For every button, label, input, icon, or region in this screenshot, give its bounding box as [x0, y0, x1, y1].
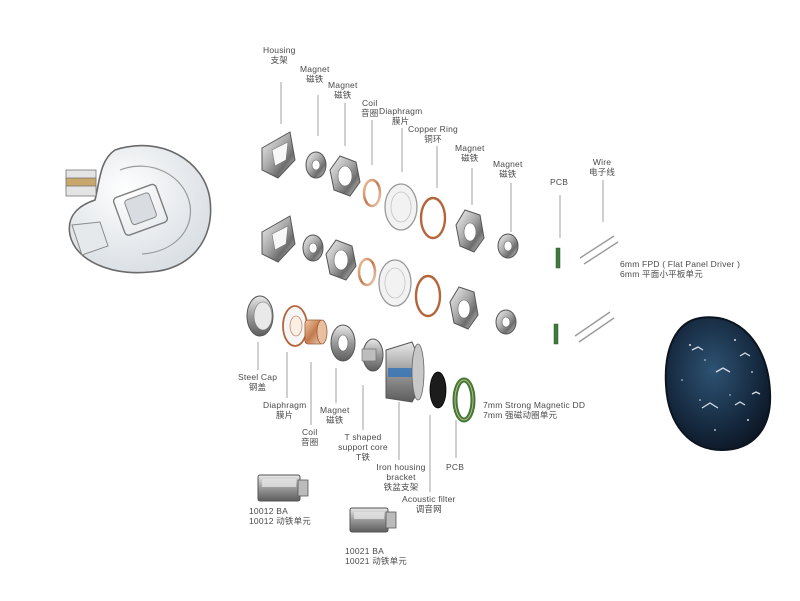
- ba-driver-icon: [349, 507, 397, 533]
- row-2-components: [261, 215, 615, 345]
- starry-faceplate-icon: [664, 316, 772, 452]
- label-pcb-bottom: PCB: [446, 462, 465, 472]
- ba-driver-icon: [257, 474, 309, 502]
- label-pcb-top: PCB: [550, 177, 569, 187]
- label-fpd: 6mm FPD ( Flat Panel Driver )6mm 平面小平板单元: [620, 259, 741, 279]
- leader-lines: [257, 82, 604, 492]
- transparent-shell-icon: [65, 144, 212, 274]
- row-3-components: [246, 295, 476, 423]
- row-1-components: [261, 131, 619, 269]
